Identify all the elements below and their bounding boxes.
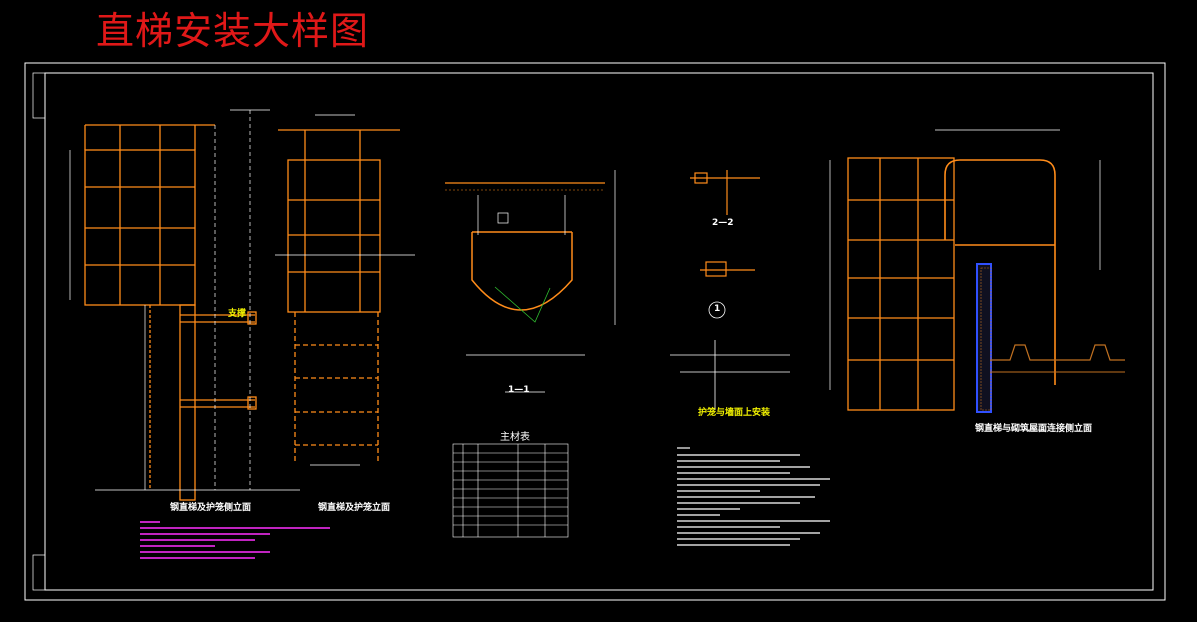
wall-mount-detail xyxy=(670,340,790,410)
outer-frame xyxy=(24,62,1166,601)
roof-connection-elevation xyxy=(829,129,1125,431)
label-elev-2: 钢直梯及护笼立面 xyxy=(318,503,391,513)
inner-frame xyxy=(44,72,1154,591)
label-wall-fix: 护笼与墙面上安装 xyxy=(698,408,771,418)
material-table xyxy=(452,443,569,538)
material-table-title: 主材表 xyxy=(500,432,530,443)
label-elev-3: 钢直梯与砌筑屋面连接侧立面 xyxy=(975,424,1093,434)
title-block-bottom xyxy=(32,554,46,591)
label-support: 支撑 xyxy=(228,309,247,319)
detail-1-marker xyxy=(708,301,726,319)
title-block-top xyxy=(32,72,46,119)
label-section-2-2: 2—2 xyxy=(712,218,734,228)
notes-white xyxy=(677,447,830,546)
notes-magenta xyxy=(140,521,330,559)
detail-2-2 xyxy=(690,170,760,277)
front-elevation-dims xyxy=(275,114,415,466)
section-1-1 xyxy=(445,170,616,393)
label-elev-1: 钢直梯及护笼侧立面 xyxy=(170,503,252,513)
ladder-side-elevation xyxy=(84,124,257,501)
drawing-title: 直梯安装大样图 xyxy=(96,9,370,53)
ladder-front-elevation xyxy=(278,129,400,462)
label-section-1-1: 1—1 xyxy=(508,385,530,395)
label-detail-1: 1 xyxy=(714,304,721,314)
side-elevation-dims xyxy=(69,109,300,491)
